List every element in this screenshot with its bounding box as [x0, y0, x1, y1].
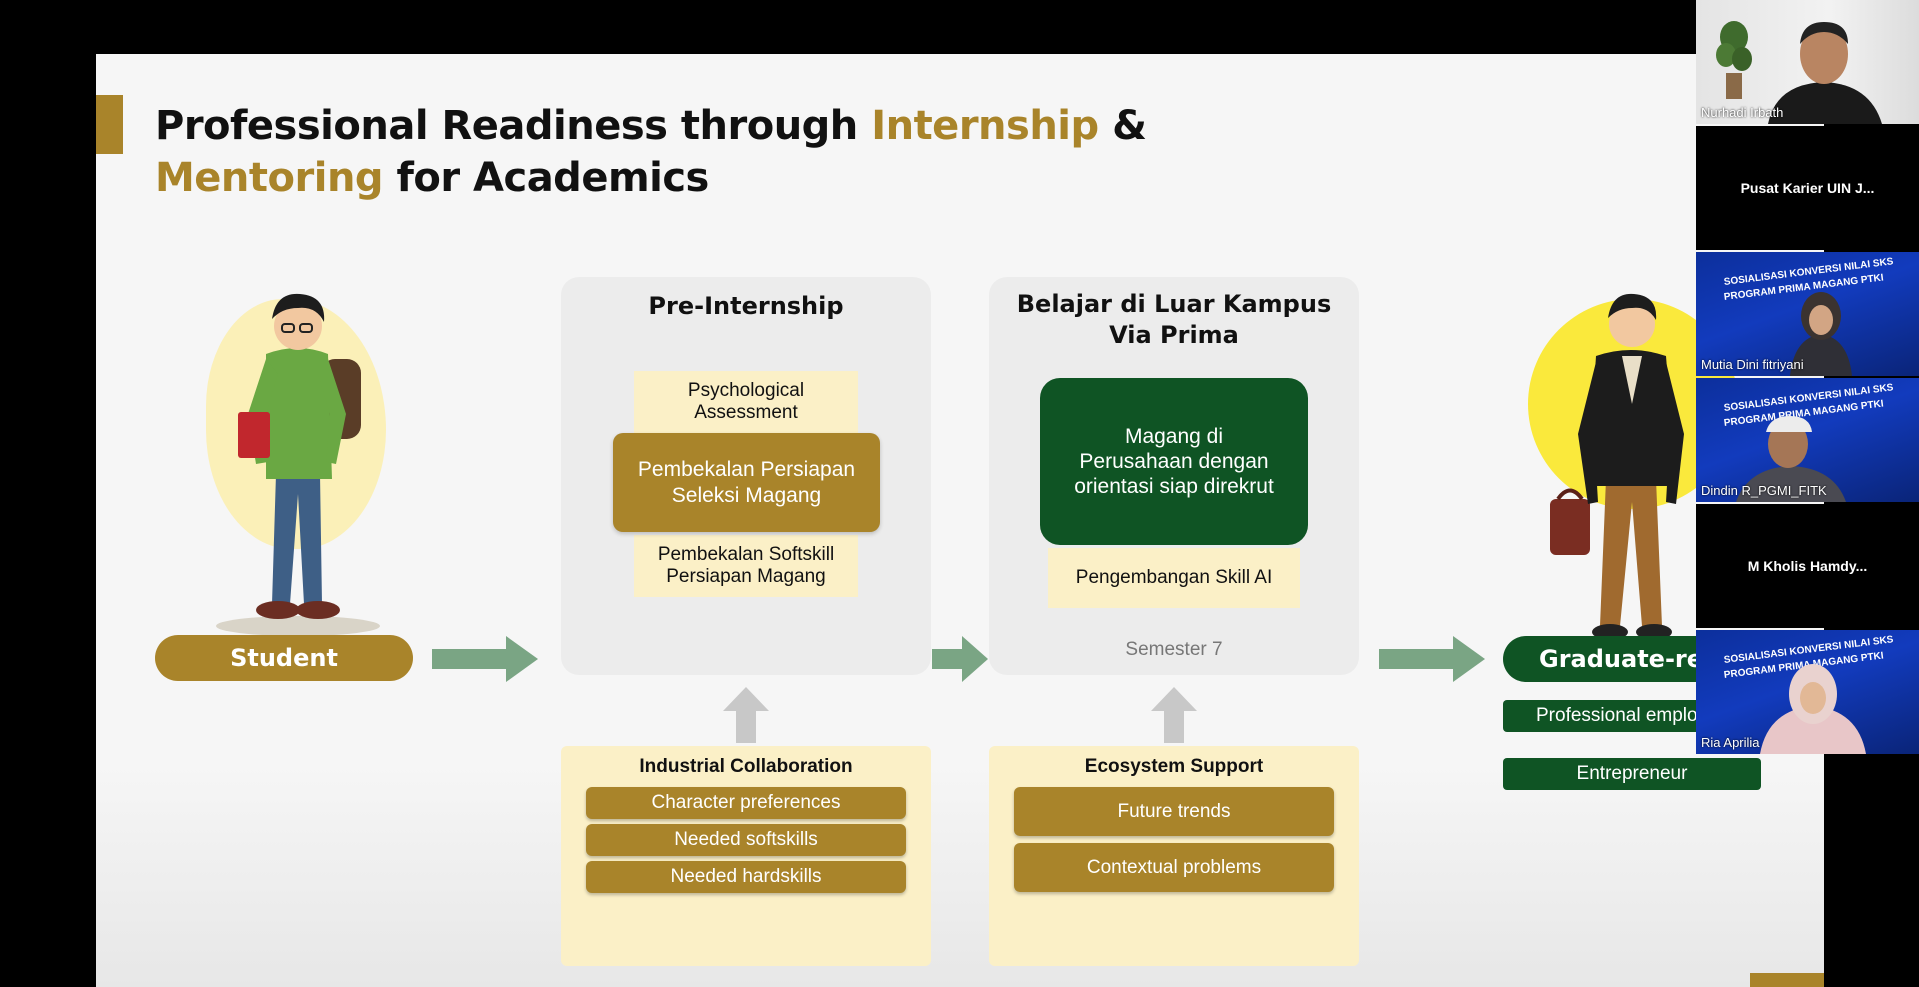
industrial-collaboration-title: Industrial Collaboration: [639, 756, 853, 777]
participant-tile[interactable]: SOSIALISASI KONVERSI NILAI SKS PROGRAM P…: [1696, 252, 1919, 376]
participant-name: Pusat Karier UIN J...: [1740, 180, 1875, 196]
participant-tile[interactable]: M Kholis Hamdy...: [1696, 504, 1919, 628]
selection-preparation: Pembekalan Persiapan Seleksi Magang: [613, 433, 880, 532]
participant-name: M Kholis Hamdy...: [1747, 558, 1868, 574]
plant-icon: [1716, 21, 1752, 99]
presentation-slide: Professional Readiness through Internshi…: [96, 54, 1824, 987]
industrial-item: Needed hardskills: [586, 861, 906, 893]
presenter-avatar: [1768, 22, 1882, 124]
title-highlight-mentoring: Mentoring: [155, 155, 384, 201]
student-label: Student: [155, 635, 413, 681]
participant-name: Nurhadi Irbath: [1701, 105, 1784, 120]
outcome-entrepreneur: Entrepreneur: [1503, 758, 1761, 790]
flow-arrow-2: [932, 636, 988, 682]
participants-panel: Nurhadi Irbath Pusat Karier UIN J... SOS…: [1696, 0, 1919, 757]
up-arrow-industrial: [723, 687, 769, 743]
participant-avatar: [1760, 664, 1866, 754]
participant-tile[interactable]: SOSIALISASI KONVERSI NILAI SKS PROGRAM P…: [1696, 378, 1919, 502]
title-text: &: [1098, 103, 1147, 149]
participant-name: Dindin R_PGMI_FITK: [1701, 483, 1827, 498]
ecosystem-item: Contextual problems: [1014, 843, 1334, 892]
ecosystem-support-title: Ecosystem Support: [1084, 756, 1264, 777]
title-text: for Academics: [383, 155, 709, 201]
prima-title-line1: Belajar di Luar Kampus: [1016, 290, 1332, 318]
internship-main-box: Magang di Perusahaan dengan orientasi si…: [1040, 378, 1308, 545]
participant-avatar: [1736, 416, 1846, 502]
industrial-collaboration-box: Industrial Collaboration Character prefe…: [561, 746, 931, 966]
prima-title-line2: Via Prima: [1109, 321, 1239, 349]
semester-label: Semester 7: [1125, 639, 1223, 660]
industrial-item: Character preferences: [586, 787, 906, 819]
ecosystem-support-box: Ecosystem Support Future trends Contextu…: [989, 746, 1359, 966]
up-arrow-ecosystem: [1151, 687, 1197, 743]
student-illustration: [216, 293, 380, 636]
participant-name: Ria Aprilia: [1701, 735, 1760, 750]
graduate-ready-text: Graduate-rea: [1539, 645, 1720, 673]
ai-skill-development: Pengembangan Skill AI: [1048, 548, 1300, 608]
industrial-item: Needed softskills: [586, 824, 906, 856]
title-highlight-internship: Internship: [871, 103, 1099, 149]
ecosystem-item: Future trends: [1014, 787, 1334, 836]
psychological-assessment: Psychological Assessment: [634, 371, 858, 433]
slide-number-bar: [1750, 973, 1824, 987]
participant-tile[interactable]: Pusat Karier UIN J...: [1696, 126, 1919, 250]
title-text: Professional Readiness through: [155, 103, 872, 149]
softskill-preparation: Pembekalan Softskill Persiapan Magang: [634, 535, 858, 597]
graduate-illustration: [1550, 293, 1684, 640]
participant-tile[interactable]: Nurhadi Irbath: [1696, 0, 1919, 124]
title-accent-bar: [96, 95, 123, 154]
flow-arrow-1: [432, 636, 538, 682]
slide-title: Professional Readiness through Internshi…: [155, 100, 1155, 204]
outcome-professional-text: Professional emplo: [1536, 705, 1698, 726]
pre-internship-panel: Pre-Internship Psychological Assessment …: [561, 277, 931, 675]
participant-tile[interactable]: SOSIALISASI KONVERSI NILAI SKS PROGRAM P…: [1696, 630, 1919, 754]
participant-avatar: [1790, 292, 1852, 376]
flow-arrow-3: [1379, 636, 1485, 682]
participant-name: Mutia Dini fitriyani: [1701, 357, 1804, 372]
pre-internship-title: Pre-Internship: [648, 292, 844, 320]
prima-panel: Belajar di Luar Kampus Via Prima Magang …: [989, 277, 1359, 675]
